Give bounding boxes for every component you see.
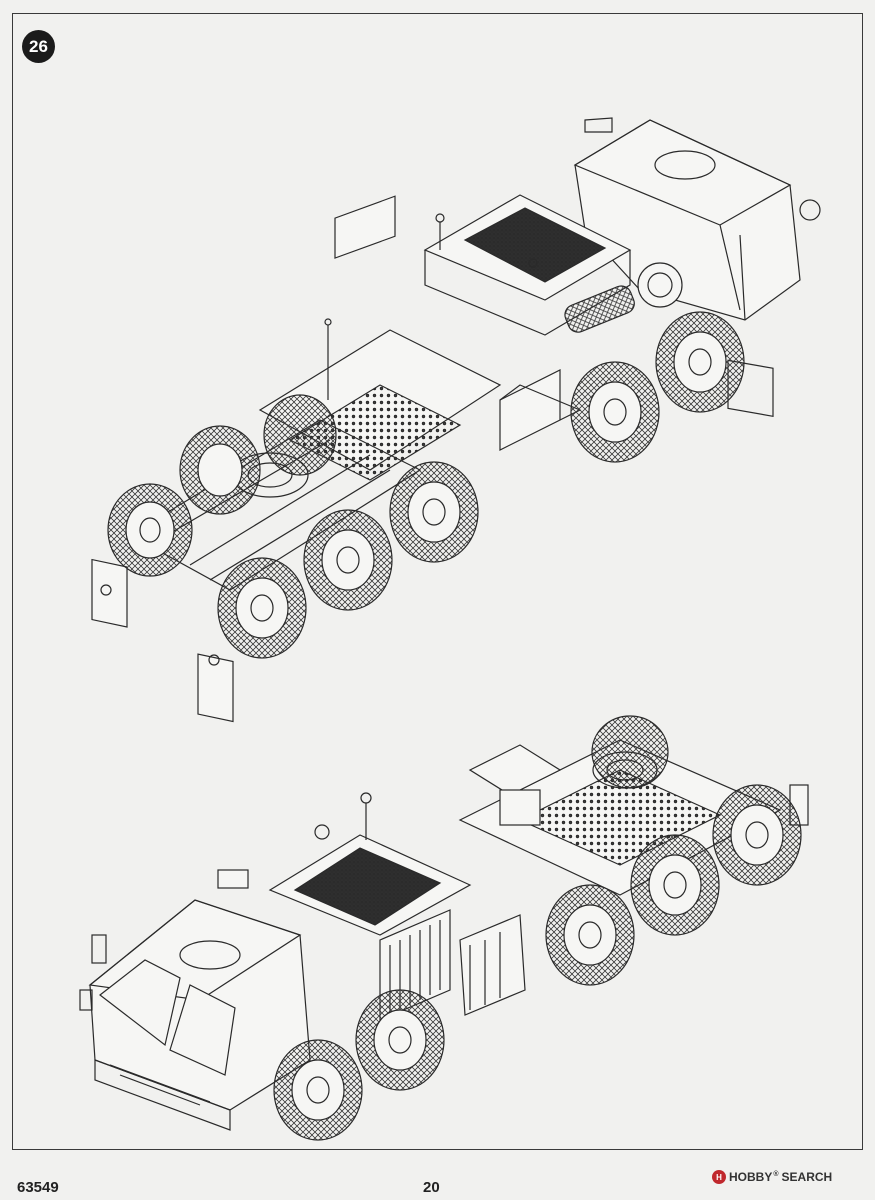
page-border [12, 13, 863, 1150]
page-number: 20 [423, 1179, 440, 1196]
step-number-badge: 26 [22, 30, 55, 63]
truck-view-front [79, 715, 809, 1141]
truck-view-rear [91, 117, 821, 723]
hobbysearch-watermark: H HOBBY ® SEARCH [712, 1170, 832, 1184]
hobbysearch-logo-icon: H [712, 1170, 726, 1184]
watermark-brand-left: HOBBY [729, 1170, 773, 1184]
rear-view-wheels [107, 311, 745, 659]
watermark-registered: ® [773, 1170, 779, 1178]
product-code: 63549 [17, 1179, 59, 1196]
front-view-wheels [273, 715, 802, 1141]
watermark-brand-right: SEARCH [781, 1170, 833, 1184]
